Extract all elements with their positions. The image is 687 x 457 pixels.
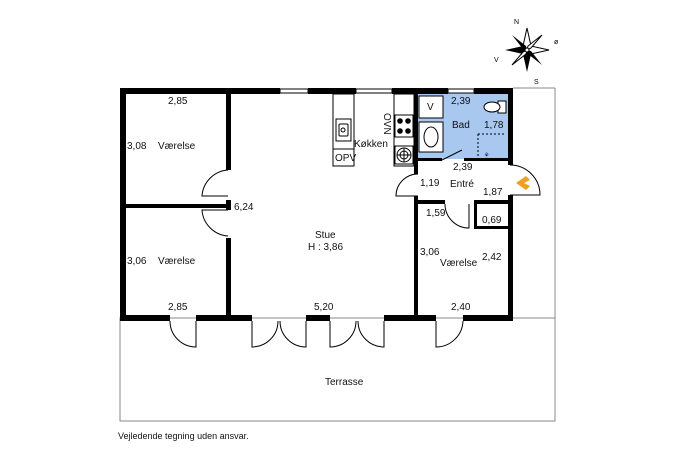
compass-o-label: ø (554, 39, 559, 46)
compass-n-label: N (514, 19, 519, 26)
shower-icon: ⚘ (477, 133, 506, 159)
svg-text:⚘: ⚘ (484, 152, 489, 159)
vaerelse1-depth-label: 3,08 (127, 141, 147, 152)
outer-walls (120, 88, 513, 321)
entre-name-label: Entré (450, 179, 474, 190)
compass-s-label: S (534, 79, 539, 86)
bad-width-label: 2,39 (451, 96, 471, 107)
entry-arrow-icon (516, 176, 530, 190)
ovn-label: OVN (381, 113, 392, 135)
entre-width-label: 2,39 (453, 162, 473, 173)
compass-rose-icon: N ø S V (494, 19, 559, 86)
washbasin-icon (418, 121, 444, 153)
vaerelse2-name-label: Værelse (158, 256, 196, 267)
bad-name-label: Bad (452, 120, 470, 131)
windows-top (279, 88, 475, 94)
vaerelse1-name-label: Værelse (158, 141, 196, 152)
stue-depth-label: 6,24 (234, 202, 254, 213)
entre-depth-left-label: 1,19 (420, 178, 440, 189)
inner-walls (126, 94, 508, 318)
vaerelse3-depth-label: 3,06 (420, 247, 440, 258)
stue-width-label: 5,20 (314, 302, 334, 313)
stove-icon (394, 114, 414, 138)
stue-height-label: H : 3,86 (308, 242, 343, 253)
sink-icon (340, 127, 346, 133)
koekken-name-label: Køkken (354, 139, 388, 150)
compass-v-label: V (494, 57, 499, 64)
closet-depth-label: 1,59 (426, 208, 446, 219)
disclaimer-text: Vejledende tegning uden ansvar. (118, 431, 249, 441)
entre-depth-right-label: 1,87 (483, 187, 503, 198)
closet-width-label: 0,69 (482, 215, 502, 226)
washing-machine-label: V (427, 102, 434, 113)
vaerelse3-name-label: Værelse (440, 258, 478, 269)
opv-label: OPV (335, 153, 356, 164)
vaerelse2-depth-label: 3,06 (127, 256, 147, 267)
washing-machine-icon (418, 95, 444, 119)
kitchen-counter (332, 93, 415, 167)
doors (169, 149, 541, 348)
stue-name-label: Stue (315, 230, 336, 241)
vaerelse2-width-label: 2,85 (168, 302, 188, 313)
toilet-icon (483, 100, 507, 114)
bad-depth-label: 1,78 (484, 120, 504, 131)
room-labels: 2,85 3,08 Værelse 3,06 Værelse 2,85 6,24… (127, 96, 504, 388)
terrasse-label: Terrasse (325, 377, 364, 388)
vaerelse3-width-label: 2,40 (451, 302, 471, 313)
vaerelse1-width-label: 2,85 (168, 96, 188, 107)
vaerelse3-side-label: 2,42 (482, 252, 502, 263)
fan-icon (394, 145, 414, 165)
terrace-outline (119, 317, 556, 422)
